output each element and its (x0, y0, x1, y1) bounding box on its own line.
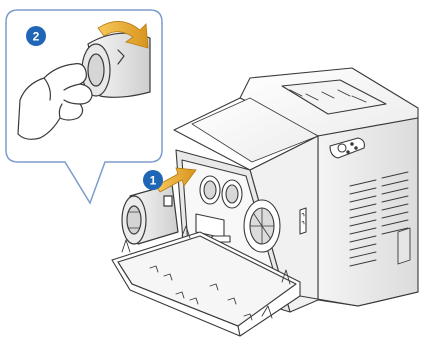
step-2-badge: 2 (26, 26, 46, 46)
step-2-number: 2 (33, 30, 40, 44)
toner-cartridge (122, 184, 178, 244)
step-1-badge: 1 (143, 170, 163, 190)
step-1-number: 1 (150, 174, 157, 188)
